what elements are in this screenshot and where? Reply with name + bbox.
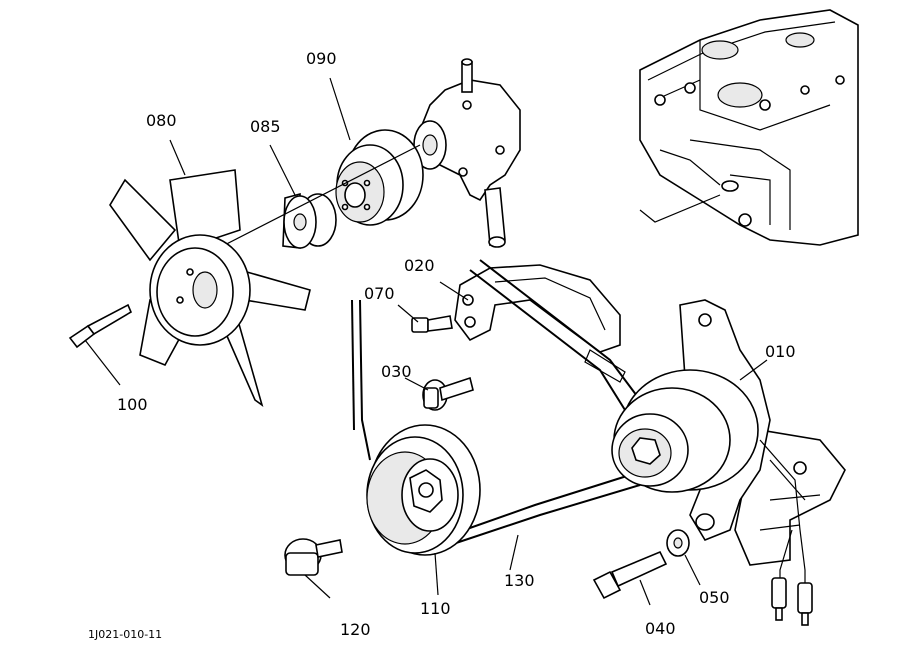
- callout-020: 020: [404, 256, 435, 275]
- alternator-mounting-bolt: [592, 550, 668, 600]
- callout-120: 120: [340, 620, 371, 639]
- fan-spacer: [282, 192, 337, 249]
- cooling-fan: [109, 169, 311, 407]
- callout-030: 030: [381, 362, 412, 381]
- water-pump-pulley: [335, 129, 424, 226]
- engine-block: [639, 9, 859, 246]
- callout-050: 050: [699, 588, 730, 607]
- callout-070: 070: [364, 284, 395, 303]
- bracket-bolt: [411, 315, 453, 333]
- crankshaft-pulley-bolt: [284, 538, 343, 576]
- callout-090: 090: [306, 49, 337, 68]
- water-pump: [413, 58, 521, 248]
- callout-085: 085: [250, 117, 281, 136]
- callout-130: 130: [504, 571, 535, 590]
- alternator-washer: [666, 529, 690, 557]
- callout-080: 080: [146, 111, 177, 130]
- adjusting-bracket: [454, 264, 621, 353]
- callout-040: 040: [645, 619, 676, 638]
- callout-010: 010: [765, 342, 796, 361]
- adjusting-bolt: [422, 376, 474, 411]
- crankshaft-pulley: [366, 424, 481, 556]
- engine-lower-mount: [734, 429, 846, 566]
- alternator-wire-connectors: [771, 529, 813, 626]
- figure-id: 1J021-010-11: [88, 628, 162, 641]
- callout-110: 110: [420, 599, 451, 618]
- callout-leader-lines: [84, 77, 768, 606]
- alternator: [611, 299, 806, 541]
- fan-bolt: [68, 303, 133, 349]
- fan-belt: [351, 259, 641, 546]
- callout-100: 100: [117, 395, 148, 414]
- assembly-axis-line: [204, 144, 421, 256]
